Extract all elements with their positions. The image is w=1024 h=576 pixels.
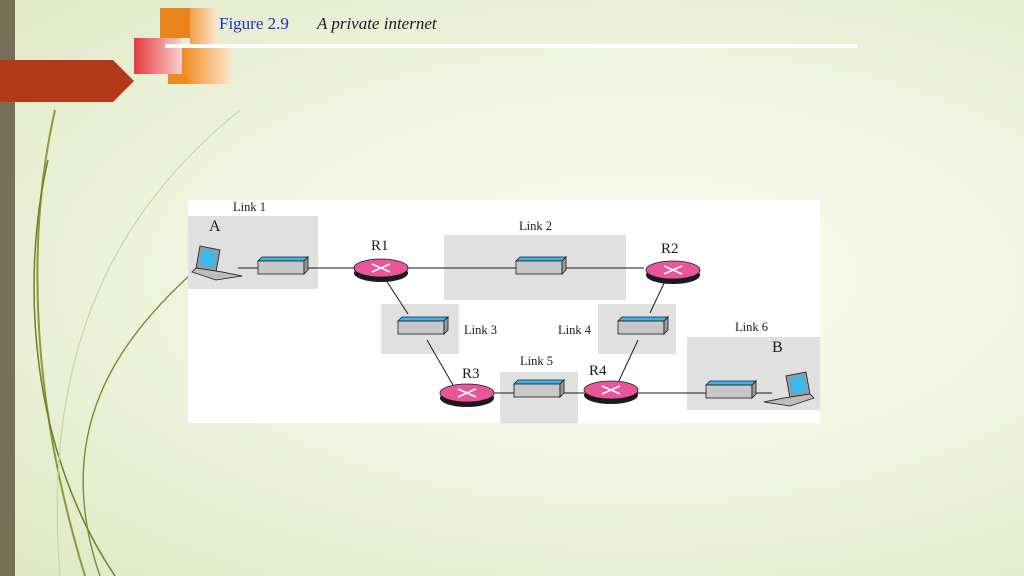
- left-sidebar-bar: [0, 0, 15, 576]
- router-r4: [583, 380, 639, 405]
- link-2-switch: [515, 256, 567, 275]
- link-5-switch: [513, 379, 565, 398]
- router-r4-label: R4: [589, 363, 607, 379]
- title-underline: [165, 44, 857, 48]
- orange-small-square-decoration: [168, 74, 188, 84]
- link-1-switch: [257, 256, 309, 275]
- network-cables: [238, 267, 772, 394]
- link-4-label: Link 4: [558, 323, 591, 337]
- orange-square-decoration: [160, 8, 190, 38]
- link-2-label: Link 2: [519, 219, 552, 233]
- router-r3: [439, 383, 495, 408]
- orange-gradient-square-decoration: [190, 8, 218, 44]
- link-3-switch: [397, 316, 449, 335]
- network-diagram: Link 1 Link 2 Link 3 Link 4 Link 5 Link …: [188, 200, 820, 423]
- router-r3-label: R3: [462, 366, 480, 382]
- link-6-switch: [705, 380, 757, 399]
- host-a-label: A: [209, 218, 221, 235]
- host-b-label: B: [772, 339, 783, 356]
- title-arrow-shape: [0, 60, 134, 102]
- link-4-switch: [617, 316, 669, 335]
- router-r2: [645, 260, 701, 285]
- orange-gradient-square-decoration: [182, 44, 230, 84]
- link-5-label: Link 5: [520, 354, 553, 368]
- link-3-label: Link 3: [464, 323, 497, 337]
- router-r1-label: R1: [371, 238, 389, 254]
- link-1-label: Link 1: [233, 200, 266, 214]
- link-6-label: Link 6: [735, 320, 768, 334]
- router-r2-label: R2: [661, 241, 679, 257]
- network-diagram-graphic: [188, 216, 820, 423]
- router-r1: [353, 258, 409, 283]
- figure-label: Figure 2.9: [219, 14, 289, 33]
- figure-title: A private internet: [317, 14, 437, 33]
